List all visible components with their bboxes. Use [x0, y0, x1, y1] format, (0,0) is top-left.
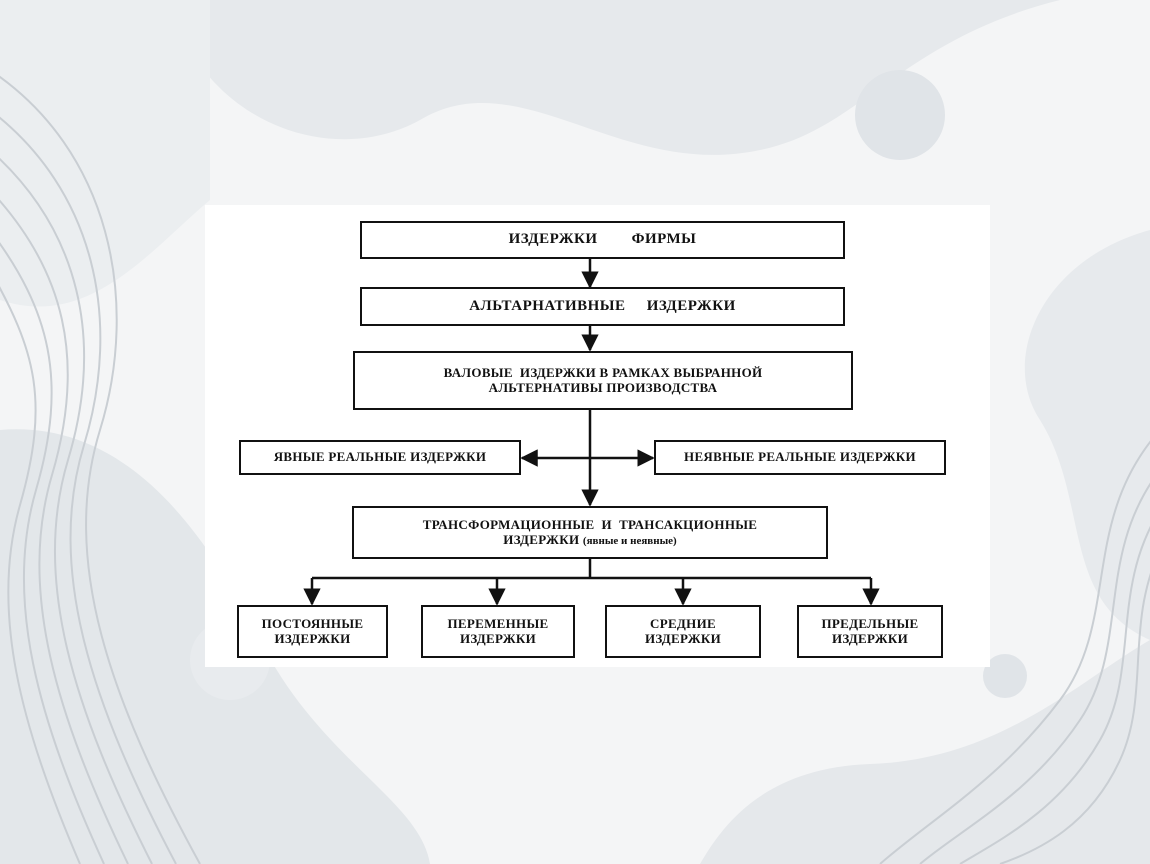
variable-costs-box: ПЕРЕМЕННЫЕ ИЗДЕРЖКИ: [421, 605, 575, 658]
gross-costs-box: ВАЛОВЫЕ ИЗДЕРЖКИ В РАМКАХ ВЫБРАННОЙ АЛЬТ…: [353, 351, 853, 410]
alternative-costs-label: АЛЬТАРНАТИВНЫЕ ИЗДЕРЖКИ: [469, 297, 736, 314]
average-costs-line2: ИЗДЕРЖКИ: [644, 630, 722, 646]
implicit-costs-label: НЕЯВНЫЕ РЕАЛЬНЫЕ ИЗДЕРЖКИ: [684, 449, 916, 465]
transform-costs-note: (явные и неявные): [582, 534, 677, 547]
gross-costs-line2: АЛЬТЕРНАТИВЫ ПРОИЗВОДСТВА: [488, 379, 718, 395]
alternative-costs-box: АЛЬТАРНАТИВНЫЕ ИЗДЕРЖКИ: [360, 287, 845, 326]
fixed-costs-line1: ПОСТОЯННЫЕ: [261, 615, 364, 631]
gross-costs-line1: ВАЛОВЫЕ ИЗДЕРЖКИ В РАМКАХ ВЫБРАННОЙ: [443, 364, 763, 380]
transform-costs-line1: ТРАНСФОРМАЦИОННЫЕ И ТРАНСАКЦИОННЫЕ: [422, 516, 758, 532]
variable-costs-line2: ИЗДЕРЖКИ: [459, 630, 537, 646]
explicit-costs-box: ЯВНЫЕ РЕАЛЬНЫЕ ИЗДЕРЖКИ: [239, 440, 521, 475]
marginal-costs-line1: ПРЕДЕЛЬНЫЕ: [821, 615, 919, 631]
firm-costs-label: ИЗДЕРЖКИ ФИРМЫ: [508, 231, 697, 248]
marginal-costs-box: ПРЕДЕЛЬНЫЕ ИЗДЕРЖКИ: [797, 605, 943, 658]
average-costs-line1: СРЕДНИЕ: [650, 615, 716, 631]
marginal-costs-line2: ИЗДЕРЖКИ: [831, 630, 909, 646]
variable-costs-line1: ПЕРЕМЕННЫЕ: [447, 615, 549, 631]
implicit-costs-box: НЕЯВНЫЕ РЕАЛЬНЫЕ ИЗДЕРЖКИ: [654, 440, 946, 475]
firm-costs-box: ИЗДЕРЖКИ ФИРМЫ: [360, 221, 845, 259]
transform-costs-main: ИЗДЕРЖКИ: [503, 531, 580, 547]
fixed-costs-line2: ИЗДЕРЖКИ: [274, 630, 351, 646]
transform-costs-box: ТРАНСФОРМАЦИОННЫЕ И ТРАНСАКЦИОННЫЕ ИЗДЕР…: [352, 506, 828, 559]
average-costs-box: СРЕДНИЕ ИЗДЕРЖКИ: [605, 605, 761, 658]
fixed-costs-box: ПОСТОЯННЫЕ ИЗДЕРЖКИ: [237, 605, 388, 658]
transform-costs-line2: ИЗДЕРЖКИ (явные и неявные): [503, 531, 677, 548]
explicit-costs-label: ЯВНЫЕ РЕАЛЬНЫЕ ИЗДЕРЖКИ: [273, 449, 487, 465]
